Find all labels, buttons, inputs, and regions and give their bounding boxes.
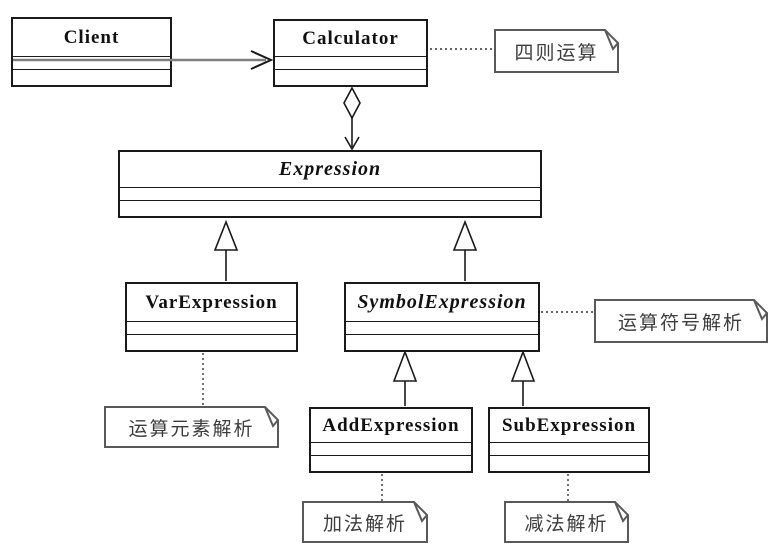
class-name: SubExpression: [501, 414, 637, 436]
class-name: Calculator: [302, 27, 399, 49]
methods-compartment: [275, 69, 426, 85]
methods-compartment: [120, 200, 540, 216]
attributes-compartment: [275, 56, 426, 69]
note-arithmetic: 四则运算: [514, 42, 599, 64]
methods-compartment: [346, 334, 538, 350]
generalization-addexpression-symbolexpression: [392, 349, 418, 406]
attributes-compartment: [346, 321, 538, 334]
class-name: AddExpression: [322, 414, 460, 436]
aggregation-calculator-expression: [343, 86, 361, 151]
class-calculator: Calculator: [273, 19, 428, 87]
class-name: VarExpression: [145, 291, 278, 313]
note-symbol-parse: 运算符号解析: [617, 312, 744, 334]
class-symbolexpression: SymbolExpression: [344, 282, 540, 352]
class-addexpression: AddExpression: [309, 407, 473, 473]
class-subexpression: SubExpression: [488, 407, 650, 473]
generalization-symbolexpression-expression: [452, 219, 478, 281]
class-name: Client: [63, 26, 120, 48]
attributes-compartment: [13, 56, 170, 69]
attributes-compartment: [490, 442, 648, 455]
generalization-subexpression-symbolexpression: [510, 349, 536, 406]
methods-compartment: [311, 455, 471, 471]
class-name: Expression: [278, 158, 382, 180]
note-var-parse: 运算元素解析: [128, 418, 255, 440]
note-add-parse: 加法解析: [322, 513, 407, 535]
methods-compartment: [490, 455, 648, 471]
class-varexpression: VarExpression: [125, 282, 298, 352]
open-arrowhead-icon: [250, 50, 274, 70]
class-expression: Expression: [118, 150, 542, 218]
open-arrowhead-icon: [344, 136, 360, 151]
class-client: Client: [11, 17, 172, 87]
methods-compartment: [127, 334, 296, 350]
attributes-compartment: [311, 442, 471, 455]
generalization-varexpression-expression: [213, 219, 239, 281]
attributes-compartment: [120, 187, 540, 200]
attributes-compartment: [127, 321, 296, 334]
hollow-triangle-icon: [213, 219, 239, 251]
hollow-triangle-icon: [510, 349, 536, 382]
methods-compartment: [13, 69, 170, 85]
note-sub-parse: 减法解析: [524, 513, 609, 535]
hollow-triangle-icon: [392, 349, 418, 382]
hollow-triangle-icon: [452, 219, 478, 251]
class-name: SymbolExpression: [357, 291, 527, 313]
hollow-diamond-icon: [343, 86, 361, 120]
